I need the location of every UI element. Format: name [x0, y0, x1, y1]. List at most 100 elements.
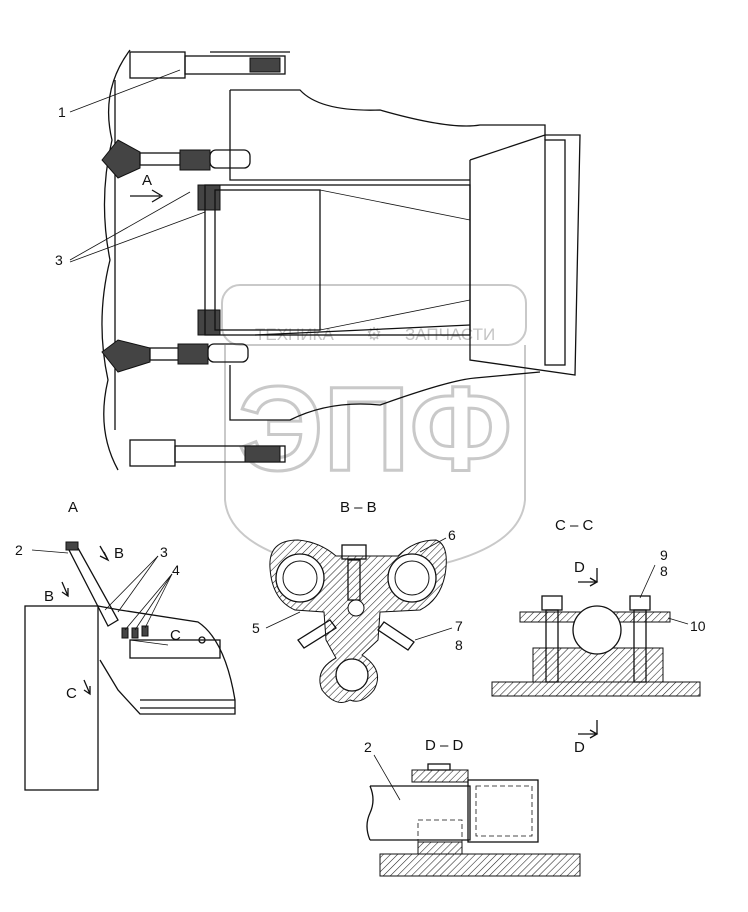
- upper-pin: [209, 149, 251, 169]
- section-dd-rod-break: [366, 785, 374, 841]
- view-a-arm: [97, 605, 236, 715]
- section-bb-left-bolt: [297, 619, 337, 649]
- section-dd-top-nut: [427, 763, 451, 771]
- central-frame: [204, 184, 471, 336]
- section-bb-tube-bottom: [335, 658, 369, 692]
- section-dd-title: D – D: [425, 737, 464, 754]
- section-cc-callout-10: 10: [690, 618, 706, 634]
- callout-3: 3: [55, 252, 63, 268]
- section-bb-title: B – B: [340, 499, 377, 516]
- view-a: A 2 3 4 B B C C: [15, 499, 236, 791]
- view-a-callout-2: 2: [15, 542, 23, 558]
- lower-break-contour: [229, 365, 541, 421]
- view-a-bolt-1: [121, 627, 129, 639]
- leader-3a: [69, 191, 191, 261]
- view-a-lever-cap: [65, 541, 79, 551]
- bottom-cylinder-end: [244, 445, 281, 463]
- watermark: ТЕХНИКА ⚙ ЗАПЧАСТИ ЭПФ: [221, 284, 527, 577]
- lower-pin: [207, 343, 249, 363]
- upper-bracket: [197, 184, 221, 211]
- top-break-line: [210, 51, 470, 181]
- view-a-callout-3: 3: [160, 544, 168, 560]
- upper-break-contour: [230, 89, 546, 140]
- lower-bracket: [197, 309, 221, 336]
- watermark-brand: ЭПФ: [238, 362, 512, 496]
- view-a-plate: [129, 639, 221, 659]
- frame-diagonal-lower: [319, 299, 471, 331]
- section-dd-sleeve: [467, 779, 539, 843]
- section-dd: D – D 2: [364, 737, 581, 877]
- central-panel: [214, 189, 321, 331]
- section-cc-bolt-left: [541, 595, 563, 611]
- section-b-lower-arrow-icon: [61, 581, 69, 598]
- section-dd-rod: [370, 785, 471, 841]
- section-b-lower-label: B: [44, 588, 54, 605]
- section-cc: C – C D D 9 8 10: [491, 517, 706, 756]
- frame-diagonal-upper: [319, 189, 471, 221]
- view-a-title: A: [68, 499, 78, 516]
- section-d-upper-label: D: [574, 559, 585, 576]
- section-bb-callout-6: 6: [448, 527, 456, 543]
- section-dd-callout-2: 2: [364, 739, 372, 755]
- main-view-arrow-a-label: A: [142, 172, 152, 189]
- section-cc-callout-8: 8: [660, 563, 668, 579]
- view-a-hole: [198, 636, 206, 644]
- watermark-frame: [221, 284, 527, 346]
- view-a-frame-plate: [24, 605, 99, 791]
- section-cc-ground: [491, 681, 701, 697]
- top-cylinder-body: [129, 51, 186, 79]
- section-bb-callout-7: 7: [455, 618, 463, 634]
- leader-3b: [69, 211, 206, 263]
- callout-1: 1: [58, 104, 66, 120]
- top-cylinder-end: [249, 57, 281, 73]
- section-d-lower-arrow-icon: [578, 720, 599, 739]
- view-a-lever: [66, 547, 119, 627]
- section-cc-title: C – C: [555, 517, 594, 534]
- section-bb-callout-5: 5: [252, 620, 260, 636]
- view-a-bolt-2: [131, 627, 139, 639]
- leader-a-3a: [104, 555, 159, 611]
- section-b-upper-label: B: [114, 545, 124, 562]
- bottom-cylinder-rod: [174, 445, 286, 463]
- section-dd-top-block: [411, 769, 469, 783]
- upper-hinge-cone: [101, 139, 141, 179]
- watermark-gear-icon: ⚙: [366, 324, 382, 344]
- main-break-line-left: [101, 49, 131, 471]
- lower-hinge-cone: [101, 339, 151, 373]
- section-bb-top-bolt: [341, 544, 367, 560]
- section-bb: B – B 6 5 7 8: [252, 499, 463, 703]
- section-c-lower-label: C: [66, 685, 77, 702]
- leader-a-2: [31, 549, 69, 554]
- leader-a-4c: [144, 573, 173, 629]
- section-cc-bolt-left-shank: [545, 609, 559, 683]
- leader-cc-10: [667, 617, 689, 625]
- section-b-upper-arrow-icon: [99, 545, 110, 562]
- lower-link-bar: [149, 347, 181, 361]
- section-cc-bolt-right-shank: [633, 609, 647, 683]
- section-cc-callout-9: 9: [660, 547, 668, 563]
- view-a-bolt-3: [141, 625, 149, 637]
- section-c-lower-arrow-icon: [83, 679, 91, 696]
- section-c-right-label: C: [170, 627, 181, 644]
- right-unit: [469, 134, 581, 376]
- section-d-lower-label: D: [574, 739, 585, 756]
- view-a-pad: [140, 699, 235, 709]
- top-cylinder-rod: [184, 55, 286, 75]
- upper-pin-block: [179, 149, 211, 171]
- view-a-callout-4: 4: [172, 562, 180, 578]
- main-view: A 1 3: [55, 49, 581, 471]
- lower-pin-block: [177, 343, 209, 365]
- section-dd-ground: [379, 853, 581, 877]
- section-bb-center-ball: [347, 599, 365, 617]
- section-bb-tube-left-inner: [282, 560, 318, 596]
- section-bb-right-bolt: [377, 621, 415, 651]
- leader-a-3b: [117, 555, 159, 613]
- leader-1: [69, 69, 181, 113]
- leader-dd-2: [373, 754, 401, 801]
- section-cc-pipe: [572, 605, 622, 655]
- leader-a-4a: [124, 573, 173, 631]
- frame-bar: [254, 324, 471, 336]
- section-dd-sleeve-inner: [475, 785, 533, 837]
- leader-bb-5: [265, 611, 301, 629]
